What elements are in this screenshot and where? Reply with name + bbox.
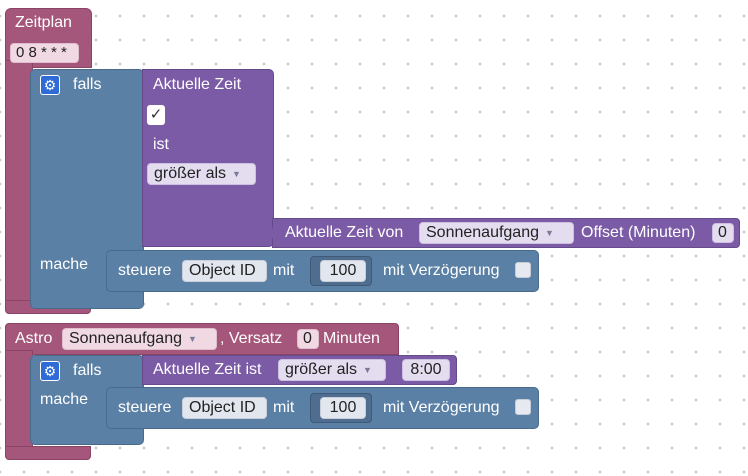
object-id-field[interactable]: Object ID <box>182 397 267 419</box>
dropdown-arrow-icon: ▼ <box>188 334 197 344</box>
dropdown-arrow-icon: ▼ <box>232 169 241 179</box>
mit-label: mit <box>273 262 295 279</box>
astro-event-value: Sonnenaufgang <box>426 224 539 241</box>
delay-label: mit Verzögerung <box>383 262 500 279</box>
current-time-label: Aktuelle Zeit <box>153 76 242 93</box>
astro-time-label: Aktuelle Zeit von <box>285 224 404 241</box>
gear-icon[interactable]: ⚙ <box>40 75 60 95</box>
ist-label: ist <box>153 136 169 153</box>
schedule-block-spine <box>5 60 33 310</box>
schedule-title: Zeitplan <box>15 14 72 31</box>
delay-checkbox[interactable] <box>515 262 531 278</box>
condition-label: Aktuelle Zeit ist <box>153 361 262 378</box>
astro-event-dropdown[interactable]: Sonnenaufgang ▼ <box>62 328 217 350</box>
astro-block-spine <box>5 350 33 456</box>
offset-input[interactable]: 0 <box>712 223 734 243</box>
if-label: falls <box>73 76 102 93</box>
astro-event-dropdown[interactable]: Sonnenaufgang ▼ <box>419 222 574 244</box>
astro-label: Astro <box>15 330 53 347</box>
time-input[interactable]: 8:00 <box>402 359 450 381</box>
operator-value: größer als <box>154 165 227 182</box>
operator-value: größer als <box>285 361 358 378</box>
delay-label: mit Verzögerung <box>383 399 500 416</box>
do-label: mache <box>40 391 89 408</box>
operator-dropdown[interactable]: größer als ▼ <box>278 359 386 381</box>
gear-icon[interactable]: ⚙ <box>40 361 60 381</box>
input-connector-notch <box>132 361 142 379</box>
steuere-label: steuere <box>118 399 172 416</box>
offset-label: Offset (Minuten) <box>581 224 696 241</box>
delay-checkbox[interactable] <box>515 399 531 415</box>
astro-block-bottom <box>5 446 91 460</box>
operator-dropdown[interactable]: größer als ▼ <box>147 163 256 185</box>
mit-label: mit <box>273 399 295 416</box>
checkbox-checked-icon[interactable]: ✓ <box>147 105 165 125</box>
input-connector-notch <box>264 224 274 242</box>
minuten-label: Minuten <box>323 330 380 347</box>
astro-event-value: Sonnenaufgang <box>69 330 182 347</box>
input-connector-notch <box>132 75 142 93</box>
dropdown-arrow-icon: ▼ <box>545 228 554 238</box>
if-label: falls <box>73 362 102 379</box>
cron-field[interactable]: 0 8 * * * <box>10 43 79 63</box>
time-compare-block[interactable] <box>142 69 274 247</box>
do-label: mache <box>40 256 89 273</box>
value-input[interactable]: 100 <box>320 260 366 282</box>
steuere-label: steuere <box>118 262 172 279</box>
astro-offset-input[interactable]: 0 <box>297 329 319 349</box>
value-input[interactable]: 100 <box>320 397 366 419</box>
object-id-field[interactable]: Object ID <box>182 260 267 282</box>
versatz-label: , Versatz <box>220 330 283 347</box>
dropdown-arrow-icon: ▼ <box>363 365 372 375</box>
